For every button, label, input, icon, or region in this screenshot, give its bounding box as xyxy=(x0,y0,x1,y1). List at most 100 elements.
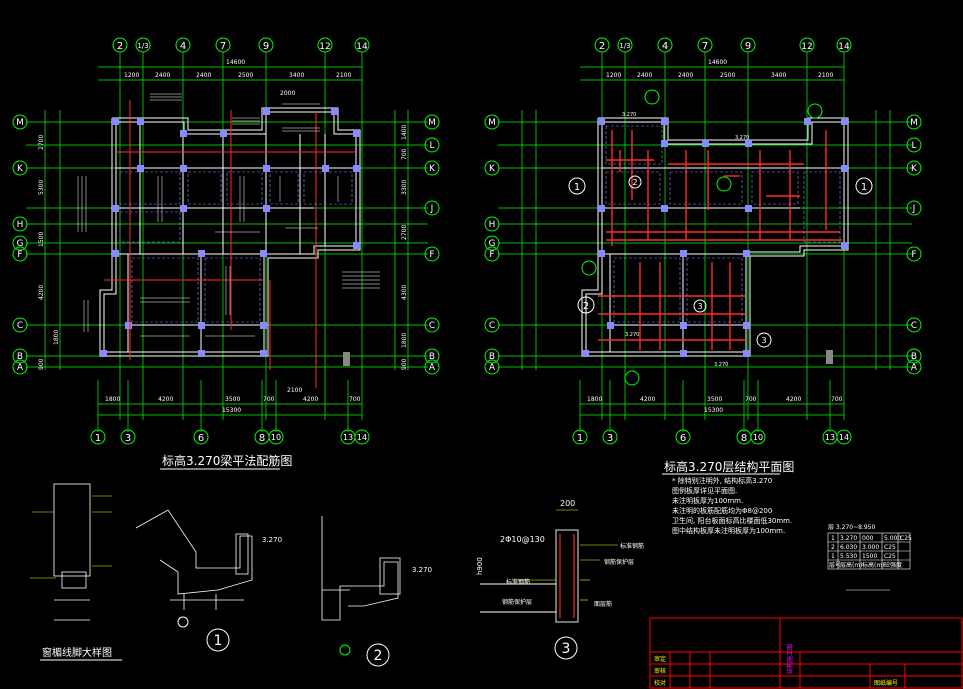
bar-label: 标准钢筋 xyxy=(506,578,530,586)
axis-label: 2 xyxy=(599,41,605,52)
table-title: 层 3.270~8.950 xyxy=(828,524,875,531)
dim: 2400 xyxy=(637,72,652,79)
right-plan-title: 标高3.270层结构平面图 xyxy=(664,459,794,474)
dim: 900 xyxy=(38,358,45,370)
detail-3-rebar xyxy=(559,534,575,618)
title-block-frame xyxy=(649,617,963,689)
axis-label: H xyxy=(17,220,24,230)
left-dimension-text: 14600 1200 2400 2400 2500 3400 2100 2000… xyxy=(105,59,361,414)
dim: 700 xyxy=(831,396,843,403)
dim: 2500 xyxy=(720,72,735,79)
right-bottom-axis-bubbles: 1 3 6 8 10 13 14 xyxy=(572,429,852,445)
elev-mark: 3.270 xyxy=(735,135,749,141)
section-label: 1 xyxy=(861,182,867,193)
table-cell: 000 xyxy=(862,535,874,542)
dim: 2500 xyxy=(238,72,253,79)
axis-label: B xyxy=(17,352,23,362)
right-green-markers xyxy=(581,89,823,386)
detail-1-section xyxy=(135,509,253,610)
axis-label: F xyxy=(911,250,916,260)
rebar-label: 2Φ10@130 xyxy=(500,535,545,544)
table-cell: C25 xyxy=(884,553,896,560)
left-top-axis-bubbles: 2 1/3 4 7 9 12 14 xyxy=(112,37,370,53)
note-line: * 除特别注明外, 结构标高3.270 xyxy=(672,476,772,485)
axis-label: F xyxy=(17,250,22,260)
dim: 4200 xyxy=(303,396,318,403)
table-cell: C25 xyxy=(900,535,912,542)
axis-label: 14 xyxy=(838,42,850,52)
axis-label: M xyxy=(488,118,496,128)
left-columns xyxy=(100,108,360,357)
detail-1-marker xyxy=(177,616,189,628)
right-plan-notes: * 除特别注明外, 结构标高3.270 图例板厚详见平面图. 未注明板厚为100… xyxy=(672,476,792,535)
dim: 1200 xyxy=(124,72,139,79)
project-label: 结构施工图 xyxy=(786,644,794,674)
dim: 2400 xyxy=(155,72,170,79)
right-top-axis-bubbles: 2 1/3 4 7 9 12 14 xyxy=(594,37,852,53)
bar-label: 钢筋保护层 xyxy=(604,558,634,566)
right-side-axis-bubbles: M K H G F C B A M L K J F C B A xyxy=(484,114,922,375)
axis-label: 13 xyxy=(343,433,353,442)
dim: 2400 xyxy=(678,72,693,79)
right-floor-plan: 2 1/3 4 7 9 12 14 1 3 6 8 10 13 14 M K H… xyxy=(484,37,922,535)
axis-label: 13 xyxy=(825,433,835,442)
dim-label: 200 xyxy=(560,499,575,508)
axis-label: 10 xyxy=(753,433,763,442)
note-line: 图例板厚详见平面图. xyxy=(672,486,737,495)
bubble-label: 1 xyxy=(214,633,223,649)
dim: 700 xyxy=(745,396,757,403)
axis-label: K xyxy=(489,164,496,174)
elev-mark: 3.270 xyxy=(714,362,728,368)
dim: 4200 xyxy=(38,285,45,300)
dim: 700 xyxy=(263,396,275,403)
bubble-label: 3 xyxy=(562,641,571,657)
right-dimension-text: 14600 1200 2400 2400 2500 3400 2100 1800… xyxy=(587,59,843,414)
axis-label: 14 xyxy=(357,433,367,442)
axis-label: 9 xyxy=(263,41,269,52)
axis-label: 1 xyxy=(577,433,583,444)
axis-label: 9 xyxy=(745,41,751,52)
left-side-axis-bubbles: M K H G F C B A M L K J F C B A xyxy=(12,114,440,375)
detail-2-marker xyxy=(339,644,351,656)
table-grid xyxy=(827,532,911,591)
dim: 1800 xyxy=(587,396,602,403)
dim: 4200 xyxy=(640,396,655,403)
right-axis-grid xyxy=(498,52,912,432)
axis-label: 14 xyxy=(839,433,849,442)
dim: 1200 xyxy=(606,72,621,79)
right-slab-labels: 3.270 3.270 3.270 3.270 xyxy=(622,112,749,368)
left-floor-plan: 2 1/3 4 7 9 12 14 1 3 6 8 10 13 14 M K H… xyxy=(12,37,440,470)
axis-label: J xyxy=(912,204,916,214)
axis-label: G xyxy=(17,239,24,249)
dim: 3300 xyxy=(401,180,408,195)
dim: 2400 xyxy=(196,72,211,79)
axis-label: C xyxy=(17,321,23,331)
dim: 3400 xyxy=(771,72,786,79)
axis-label: C xyxy=(911,321,917,331)
axis-label: 3 xyxy=(125,433,131,444)
axis-label: M xyxy=(16,118,24,128)
dim: 2700 xyxy=(38,135,45,150)
title-block-labels: 审定 审核 校对 图纸编号 xyxy=(654,655,898,687)
detail-2-bubble: 2 xyxy=(366,643,390,667)
axis-label: 1/3 xyxy=(137,42,148,50)
left-beams xyxy=(104,100,356,388)
axis-label: C xyxy=(489,321,495,331)
bubble-label: 2 xyxy=(374,648,383,664)
dim: 2100 xyxy=(336,72,351,79)
table-cell: 1 xyxy=(831,535,835,542)
left-bottom-axis-bubbles: 1 3 6 8 10 13 14 xyxy=(90,429,370,445)
title-block: 审定 审核 校对 图纸编号 结构施工图 xyxy=(649,617,963,689)
section-label: 2 xyxy=(632,178,637,187)
axis-label: L xyxy=(429,141,434,151)
axis-label: 12 xyxy=(319,42,330,52)
axis-label: A xyxy=(911,363,918,373)
dim: 1500 xyxy=(38,232,45,247)
left-dashed-beams xyxy=(119,171,353,323)
table-cell: 砼强度 xyxy=(884,561,902,569)
axis-label: M xyxy=(910,118,918,128)
dim: 1800 xyxy=(401,333,408,348)
table-cell: 2 xyxy=(831,544,835,551)
bar-label: 面层筋 xyxy=(594,600,612,608)
